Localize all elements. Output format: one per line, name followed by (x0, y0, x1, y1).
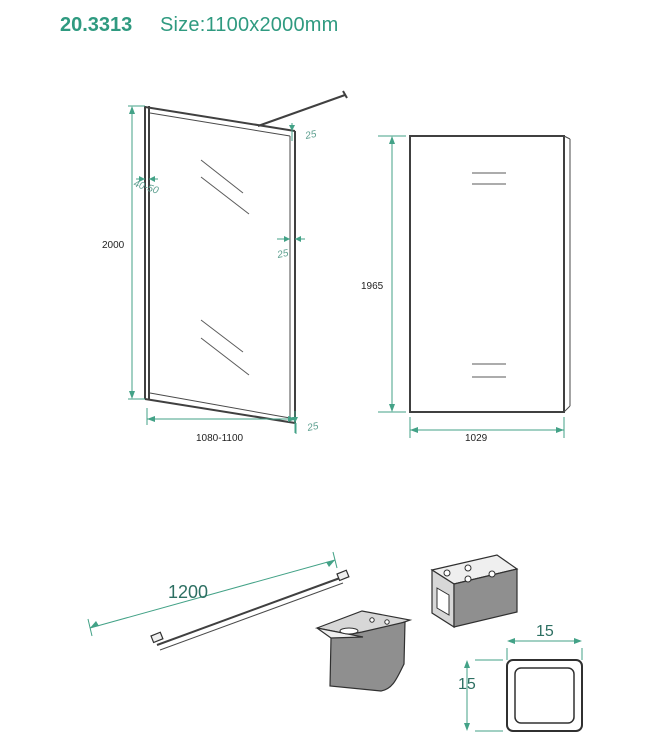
glass-mark-4 (200, 337, 250, 376)
front-panel-view (144, 90, 348, 424)
bar-length-line (89, 559, 336, 629)
width-arrow-right (288, 416, 296, 422)
height-arrow-top (129, 106, 135, 114)
profile-section: 15 15 (458, 623, 583, 732)
depth-arrow-left (139, 176, 145, 182)
stabilizer-bar: 1200 (87, 551, 350, 651)
profile-height-arrow-top (464, 660, 470, 668)
profile-height-arrow-bottom (464, 723, 470, 731)
bar-end-left (150, 631, 164, 644)
bar-length-label: 1200 (168, 582, 208, 602)
glass-sheet-dimensions: 1965 1029 (361, 135, 565, 444)
frame-depth-label: 40-50 (132, 178, 160, 197)
bar-end-right (336, 569, 350, 582)
panel-inner-top (149, 112, 291, 137)
wall-bracket (314, 610, 413, 692)
panel-top-edge (144, 106, 296, 132)
bracket-hole-small-2 (384, 619, 390, 625)
bracket-hole-large (339, 627, 359, 635)
glass-mark-3 (200, 319, 244, 353)
profile-right-face (453, 568, 518, 628)
top-offset-arrow (289, 125, 295, 131)
profile-hole-4 (488, 570, 496, 578)
bar-length-arrow-right (326, 560, 335, 567)
glass-edge-top-right (563, 135, 571, 140)
product-code: 20.3313 (60, 14, 132, 36)
profile-block (430, 554, 519, 629)
sheet-width-arrow-right (556, 427, 564, 433)
width-arrow-left (147, 416, 155, 422)
product-size: Size:1100x2000mm (160, 14, 338, 36)
support-bar-top (257, 94, 346, 127)
support-bar-end (342, 90, 348, 99)
bracket-side-face (316, 627, 364, 639)
glass-sheet-outline (409, 135, 565, 413)
glass-edge-bottom-right (563, 405, 571, 413)
bar-secondary (159, 582, 344, 651)
sheet-height-arrow-bottom (389, 404, 395, 412)
mid-offset-arrow-left (284, 236, 290, 242)
profile-opening (436, 587, 450, 616)
bracket-body (329, 621, 406, 692)
bottom-offset-label: 25 (305, 421, 320, 434)
glass-sheet-view (409, 135, 571, 413)
sheet-width-arrow-left (410, 427, 418, 433)
profile-width-label: 15 (536, 623, 554, 640)
top-offset-label: 25 (303, 129, 318, 142)
profile-width-arrow-left (507, 638, 515, 644)
profile-height-label: 15 (458, 676, 476, 693)
profile-hole-1 (443, 569, 451, 577)
depth-arrow-right (149, 176, 155, 182)
panel-inner-bottom (149, 392, 291, 419)
panel-width-label: 1080-1100 (196, 433, 244, 444)
glass-width-label: 1029 (465, 433, 488, 444)
height-arrow-bottom (129, 391, 135, 399)
profile-section-inner (514, 667, 575, 724)
mid-offset-label: 25 (275, 248, 290, 261)
profile-hole-3 (464, 575, 472, 583)
bar-length-arrow-left (90, 621, 99, 628)
bracket-hole-small-1 (369, 617, 375, 623)
profile-width-arrow-right (574, 638, 582, 644)
glass-height-label: 1965 (361, 281, 384, 292)
mid-offset-arrow-right (295, 236, 301, 242)
sheet-height-arrow-top (389, 136, 395, 144)
profile-hole-2 (464, 564, 472, 572)
glass-mark-2 (200, 176, 250, 215)
bar-length-ext-left (87, 618, 93, 637)
front-panel-dimensions: 2000 40-50 25 25 25 1080-1100 (102, 105, 320, 444)
panel-height-label: 2000 (102, 240, 125, 251)
bar-main (156, 577, 341, 646)
glass-mark-1 (200, 159, 244, 194)
